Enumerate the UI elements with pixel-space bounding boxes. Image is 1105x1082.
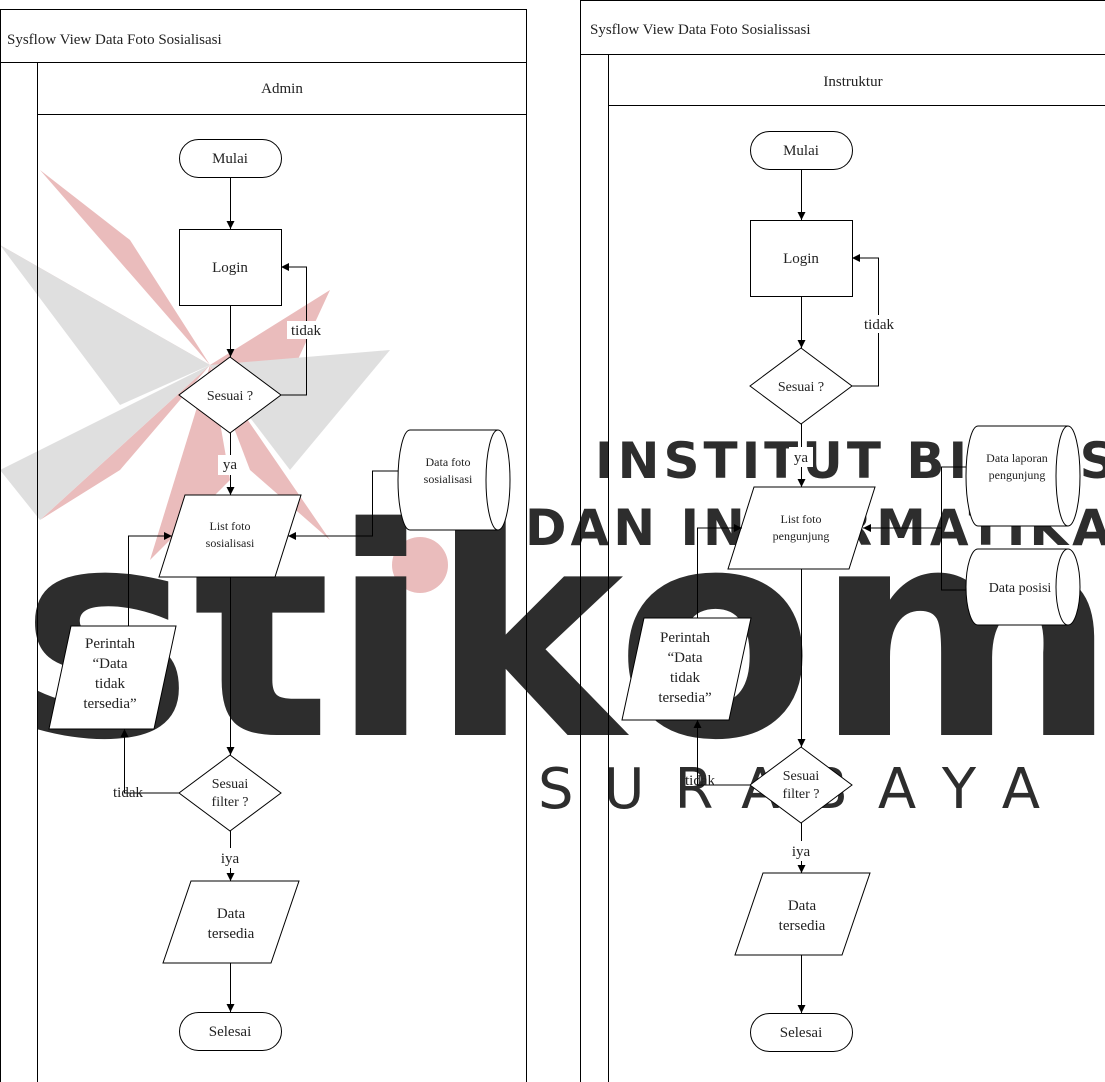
right-lane-title: Instruktur (823, 74, 882, 90)
right-message-line3: tidak (670, 670, 700, 686)
left-title: Sysflow View Data Foto Sosialisasi (7, 32, 222, 48)
left-lane-title: Admin (261, 81, 303, 97)
left-end-label: Selesai (209, 1024, 252, 1040)
left-message-line3: tidak (95, 676, 125, 692)
right-message-io (621, 617, 752, 721)
left-login-process (179, 229, 282, 306)
watermark-logo: stikom INSTITUT BISNIS DAN INFORMATIKA S… (0, 170, 1105, 822)
right-list-io (727, 486, 876, 570)
left-iya-bg (218, 848, 242, 868)
right-list-line1: List foto (781, 512, 822, 526)
right-iya-bg (789, 841, 813, 861)
left-yes-login-label: ya (223, 457, 238, 473)
right-filter-line2: filter ? (783, 787, 820, 802)
left-panel-frame (0, 9, 527, 1082)
right-panel: Sysflow View Data Foto Sosialissasi Inst… (580, 0, 1105, 1082)
right-message-line4: tersedia” (658, 690, 711, 706)
right-output-io (734, 872, 871, 956)
left-datastore-line1: Data foto (426, 455, 471, 469)
left-list-line2: sosialisasi (206, 536, 255, 550)
left-filter-line1: Sesuai (212, 777, 249, 792)
logo-petal-gray-1 (0, 245, 210, 405)
right-yes-filter-label: iya (792, 844, 811, 860)
left-message-line2: “Data (93, 656, 128, 672)
left-tidak-bg (287, 321, 325, 339)
right-panel-frame (580, 0, 1105, 1082)
right-output-line1: Data (788, 898, 817, 914)
right-datastore-laporan-pengunjung (965, 425, 1081, 527)
left-filter-line2: filter ? (212, 795, 249, 810)
left-list-io (158, 494, 302, 578)
left-datastore-foto-sosialisasi (397, 429, 511, 531)
right-datastore1-line1: Data laporan (986, 451, 1048, 465)
left-login-decision-label: Sesuai ? (207, 389, 253, 404)
right-login-process (750, 220, 853, 297)
right-datastore-posisi (965, 548, 1081, 626)
logo-petal-gray-3 (0, 365, 210, 520)
left-list-line1: List foto (210, 519, 251, 533)
left-ya-bg (218, 455, 242, 475)
right-ya-bg (789, 447, 813, 467)
left-start-label: Mulai (212, 151, 248, 167)
left-start-terminator (179, 139, 282, 178)
right-datastore2-label: Data posisi (989, 581, 1052, 596)
left-panel: Sysflow View Data Foto Sosialisasi Admin… (0, 9, 527, 1082)
right-datastore1-line2: pengunjung (989, 468, 1046, 482)
left-message-io (48, 625, 177, 730)
right-no-login-label: tidak (864, 317, 894, 333)
right-filter-line1: Sesuai (783, 769, 820, 784)
left-message-line1: Perintah (85, 636, 135, 652)
right-title: Sysflow View Data Foto Sosialissasi (590, 22, 811, 38)
right-end-terminator (750, 1013, 853, 1052)
left-no-login-label: tidak (291, 323, 321, 339)
right-yes-login-label: ya (794, 450, 809, 466)
left-login-label: Login (212, 260, 248, 276)
logo-petal-red-6 (40, 170, 210, 365)
right-end-label: Selesai (780, 1025, 823, 1041)
right-message-line1: Perintah (660, 630, 710, 646)
left-output-line1: Data (217, 906, 246, 922)
left-output-io (162, 880, 300, 964)
right-output-line2: tersedia (779, 918, 826, 934)
left-yes-filter-label: iya (221, 851, 240, 867)
left-output-line2: tersedia (208, 926, 255, 942)
left-end-terminator (179, 1012, 282, 1051)
right-message-line2: “Data (668, 650, 703, 666)
right-login-decision-label: Sesuai ? (778, 380, 824, 395)
left-message-line4: tersedia” (83, 696, 136, 712)
left-datastore-line2: sosialisasi (424, 472, 473, 486)
right-no-filter-label: tidak (685, 773, 715, 789)
right-start-label: Mulai (783, 143, 819, 159)
right-login-label: Login (783, 251, 819, 267)
right-start-terminator (750, 131, 853, 170)
logo-dot-red (392, 537, 448, 593)
right-list-line2: pengunjung (773, 529, 830, 543)
right-tidak-bg (860, 315, 898, 333)
left-no-filter-label: tidak (113, 785, 143, 801)
